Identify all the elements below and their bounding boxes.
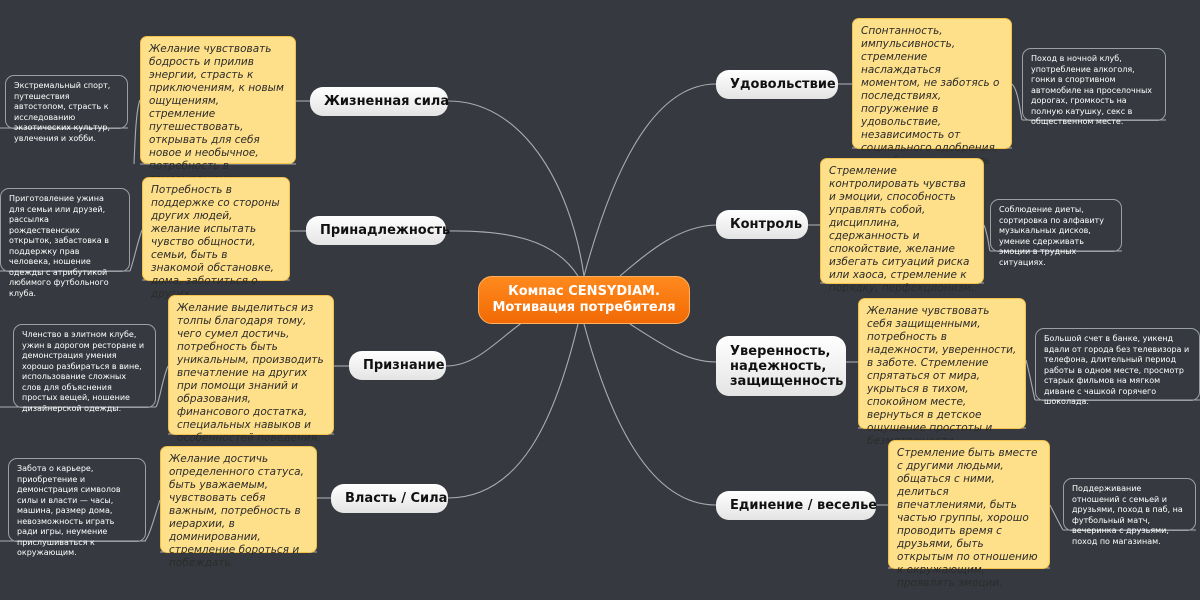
note-text: Потребность в поддержке со стороны други… [151, 184, 280, 300]
topic-label: Признание [363, 358, 445, 373]
topic-recognition[interactable]: Признание [349, 351, 446, 380]
example-text: Экстремальный спорт, путешествия автосто… [14, 81, 111, 143]
note-text: Стремление контролировать чувства и эмоц… [829, 165, 975, 294]
topic-security[interactable]: Уверенность, надежность, защищенность [716, 336, 846, 396]
note-belonging: Потребность в поддержке со стороны други… [142, 177, 290, 300]
topic-label: Власть / Сила [345, 491, 448, 506]
example-togetherness: Поддерживание отношений с семьей и друзь… [1063, 478, 1196, 546]
topic-label: Удовольствие [730, 77, 836, 92]
example-control: Соблюдение диеты, сортировка по алфавиту… [990, 199, 1122, 267]
note-power: Желание достичь определенного статуса, б… [160, 446, 317, 569]
topic-label: Принадлежность [320, 223, 451, 238]
topic-label: Жизненная сила [324, 94, 450, 109]
example-pleasure: Поход в ночной клуб, употребление алкого… [1022, 48, 1166, 126]
example-power: Забота о карьере, приобретение и демонст… [8, 458, 146, 557]
example-text: Поход в ночной клуб, употребление алкого… [1031, 54, 1153, 126]
example-text: Соблюдение диеты, сортировка по алфавиту… [999, 205, 1104, 267]
note-text: Желание достичь определенного статуса, б… [169, 453, 304, 569]
example-text: Поддерживание отношений с семьей и друзь… [1072, 484, 1183, 546]
example-text: Членство в элитном клубе, ужин в дорогом… [22, 330, 145, 413]
note-togetherness: Стремление быть вместе с другими людьми,… [888, 440, 1050, 589]
central-title: Компас CENSYDIAM. Мотивация потребителя [492, 284, 676, 315]
example-text: Большой счет в банке, уикенд вдали от го… [1044, 334, 1190, 406]
topic-power[interactable]: Власть / Сила [331, 484, 448, 513]
topic-label: Контроль [730, 217, 803, 232]
note-text: Желание выделиться из толпы благодаря то… [177, 302, 324, 444]
topic-vitality[interactable]: Жизненная сила [310, 87, 450, 116]
note-pleasure: Спонтанность, импульсивность, стремление… [852, 18, 1012, 193]
note-vitality: Желание чувствовать бодрость и прилив эн… [140, 36, 296, 211]
topic-control[interactable]: Контроль [716, 210, 808, 239]
topic-belonging[interactable]: Принадлежность [306, 216, 450, 245]
note-control: Стремление контролировать чувства и эмоц… [820, 158, 984, 294]
example-belonging: Приготовление ужина для семьи или друзей… [0, 188, 130, 298]
example-vitality: Экстремальный спорт, путешествия автосто… [5, 75, 128, 143]
note-text: Стремление быть вместе с другими людьми,… [897, 447, 1038, 589]
topic-togetherness[interactable]: Единение / веселье [716, 491, 878, 520]
topic-pleasure[interactable]: Удовольствие [716, 70, 838, 99]
example-security: Большой счет в банке, уикенд вдали от го… [1035, 328, 1200, 406]
example-text: Приготовление ужина для семьи или друзей… [9, 194, 109, 298]
note-recognition: Желание выделиться из толпы благодаря то… [168, 295, 334, 444]
topic-label: Единение / веселье [730, 498, 878, 513]
central-topic[interactable]: Компас CENSYDIAM. Мотивация потребителя [478, 276, 690, 324]
topic-label: Уверенность, надежность, защищенность [730, 343, 844, 389]
example-recognition: Членство в элитном клубе, ужин в дорогом… [13, 324, 156, 413]
example-text: Забота о карьере, приобретение и демонст… [17, 464, 121, 557]
note-text: Желание чувствовать себя защищенными, по… [867, 305, 1017, 447]
note-security: Желание чувствовать себя защищенными, по… [858, 298, 1026, 447]
